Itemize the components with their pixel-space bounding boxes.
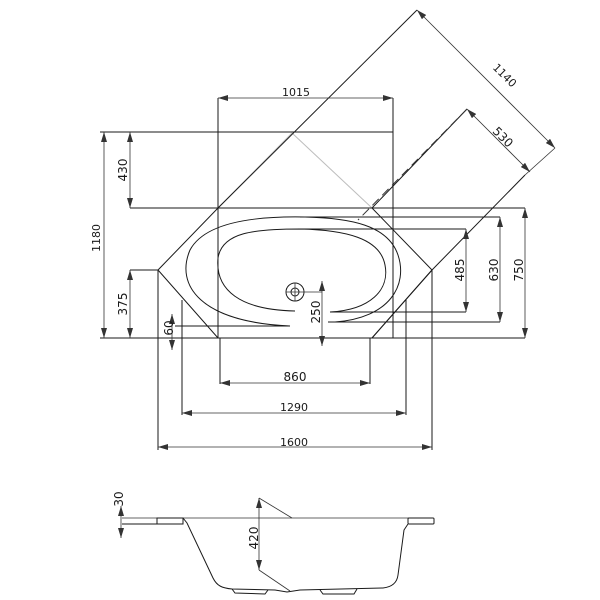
dim-1290: 1290 [280,401,308,414]
dim-1015: 1015 [282,86,310,99]
dim-375: 375 [116,293,130,316]
dim-1600: 1600 [280,436,308,449]
corner-line-right [291,132,373,209]
side-section-view: 30 420 [112,491,435,595]
diag-short [431,174,526,271]
dim-1140: 1140 [490,61,519,90]
diag-inner-ext [357,108,468,221]
wall-diag-outer-left [217,9,418,209]
dim-530: 530 [490,124,516,150]
dim-750: 750 [512,259,526,282]
dim-630: 630 [487,259,501,282]
diag-lower-right [371,269,433,339]
dim-860: 860 [284,370,307,384]
tub-outer-outline [157,207,433,339]
plan-view: 1015 1140 530 1180 430 375 60 250 485 63… [90,9,556,450]
dim-420: 420 [247,527,261,550]
dim-430: 430 [116,159,130,182]
dim-30: 30 [112,491,126,506]
dim-485: 485 [453,259,467,282]
dim-1180: 1180 [90,224,103,252]
tub-basin-outline [217,228,387,313]
tub-rim-outline [185,216,402,327]
tub-section-outline [182,517,409,593]
dim-250: 250 [309,301,323,324]
dim-60: 60 [162,320,176,335]
